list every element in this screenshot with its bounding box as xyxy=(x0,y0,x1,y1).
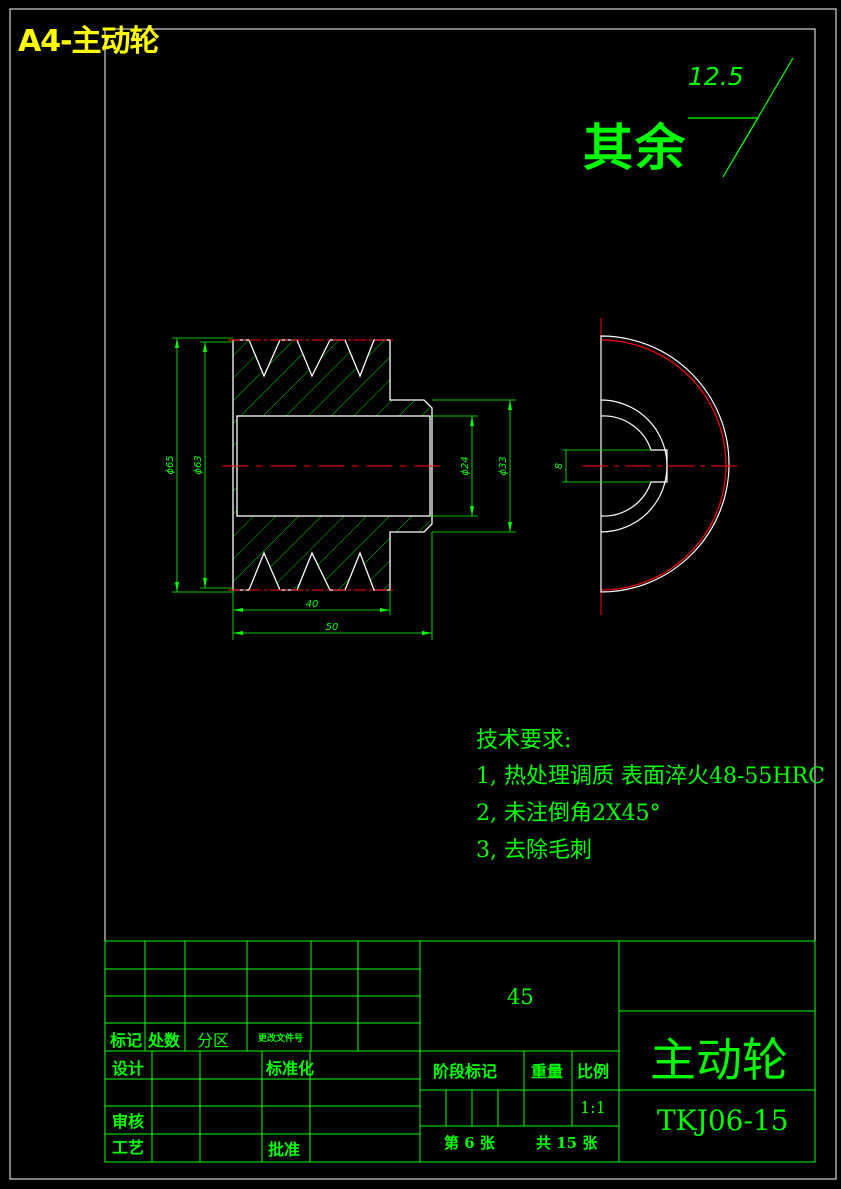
label-weight: 重量 xyxy=(531,1062,564,1081)
dim-outer-diameter: ϕ65 xyxy=(165,455,176,474)
drawing-number: TKJ06-15 xyxy=(657,1104,789,1137)
label-process: 工艺 xyxy=(112,1138,145,1157)
dim-length-50: 50 xyxy=(326,622,339,633)
sheet-number: 第 6 张 xyxy=(444,1134,495,1152)
outer-frame xyxy=(9,8,837,1180)
part-name: 主动轮 xyxy=(650,1033,788,1087)
label-scale: 比例 xyxy=(577,1062,610,1081)
dim-length-40: 40 xyxy=(306,599,319,610)
label-approve: 批准 xyxy=(268,1140,301,1159)
dim-keyway: 8 xyxy=(554,463,565,469)
requirement-item: 1, 热处理调质 表面淬火48-55HRC xyxy=(476,764,825,789)
requirement-item: 2, 未注倒角2X45° xyxy=(476,801,661,826)
label-standardize: 标准化 xyxy=(266,1059,315,1078)
label-review: 审核 xyxy=(112,1112,145,1131)
scale-value: 1:1 xyxy=(580,1098,606,1117)
label-change-doc: 更改文件号 xyxy=(258,1034,304,1044)
inner-frame xyxy=(104,28,816,1163)
section-view: ϕ65 ϕ63 ϕ24 ϕ33 40 50 xyxy=(165,337,516,640)
label-count: 处数 xyxy=(148,1031,181,1050)
label-stage-mark: 阶段标记 xyxy=(433,1062,498,1081)
material: 45 xyxy=(507,985,534,1009)
dim-bore-diameter: ϕ24 xyxy=(460,456,471,475)
sheet-title: A4-主动轮 xyxy=(18,24,160,59)
roughness-symbol xyxy=(688,57,794,178)
dim-hub-diameter: ϕ33 xyxy=(498,456,509,475)
section-hatch xyxy=(233,340,430,590)
label-design: 设计 xyxy=(112,1059,145,1078)
title-block-grid xyxy=(104,940,816,1163)
sheet-total: 共 15 张 xyxy=(536,1134,598,1152)
roughness-value: 12.5 xyxy=(688,62,744,91)
requirements-heading: 技术要求: xyxy=(476,728,572,753)
side-view: 8 xyxy=(554,318,738,615)
dim-inner-diameter: ϕ63 xyxy=(193,455,204,474)
label-zone: 分区 xyxy=(197,1031,230,1050)
label-mark: 标记 xyxy=(110,1031,143,1050)
roughness-label: 其余 xyxy=(583,118,687,177)
requirement-item: 3, 去除毛刺 xyxy=(476,838,592,863)
